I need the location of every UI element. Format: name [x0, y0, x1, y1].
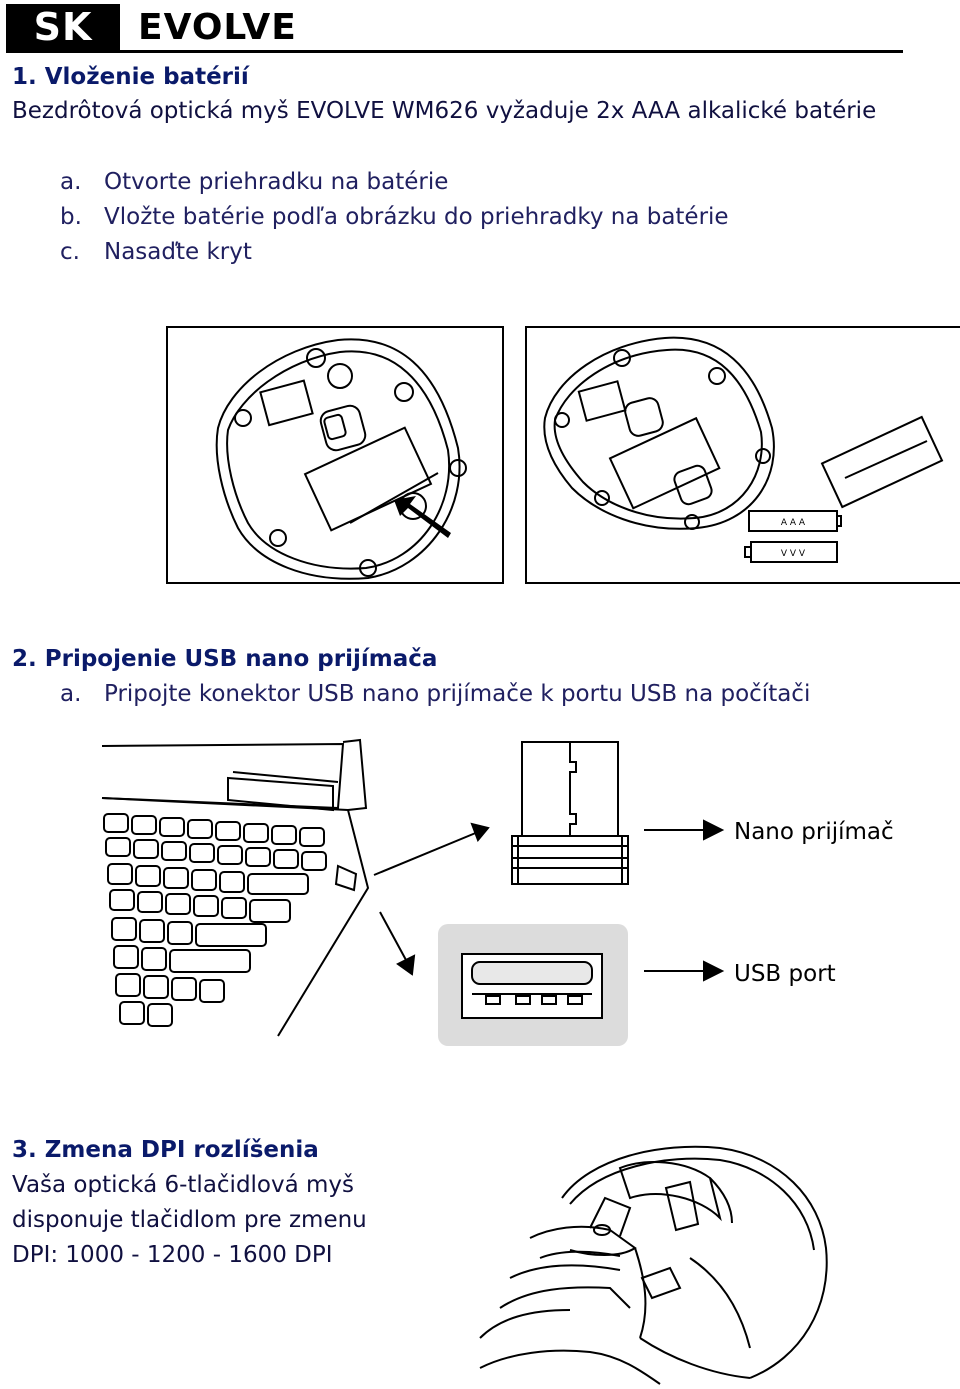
section1-heading: 1. Vloženie batérií — [12, 64, 249, 90]
step-text: Vložte batérie podľa obrázku do priehrad… — [104, 204, 729, 230]
arrow-icon — [396, 954, 416, 976]
label-arrows — [644, 819, 725, 982]
arrow-icon — [703, 819, 725, 841]
nano-receiver-label: Nano prijímač — [734, 819, 894, 845]
battery-label-bottom: V V V — [781, 549, 806, 559]
laptop-illustration — [98, 738, 398, 1038]
usb-port-illustration — [438, 924, 628, 1046]
section1-step-b: b. Vložte batérie podľa obrázku do priehr… — [60, 202, 729, 232]
pointer-arrows — [373, 822, 490, 976]
usb-port-label: USB port — [734, 961, 836, 987]
figure-battery-open — [166, 326, 504, 584]
step-text: Otvorte priehradku na batérie — [104, 169, 449, 195]
step-text: Nasaďte kryt — [104, 239, 252, 265]
arrow-icon — [703, 960, 725, 982]
battery-label-top: A A A — [781, 518, 806, 528]
section3-line-1: Vaša optická 6-tlačidlová myš — [12, 1172, 355, 1198]
section2-step-a: a. Pripojte konektor USB nano prijímače k… — [60, 679, 810, 709]
section3-line-3: DPI: 1000 - 1200 - 1600 DPI — [12, 1242, 333, 1268]
header-rule — [6, 50, 903, 53]
section1-intro: Bezdrôtová optická myš EVOLVE WM626 vyža… — [12, 98, 877, 124]
step-letter: b. — [60, 204, 82, 230]
section2-heading: 2. Pripojenie USB nano prijímača — [12, 646, 438, 672]
step-letter: a. — [60, 169, 82, 195]
step-letter: a. — [60, 681, 82, 707]
mouse-underside-illustration — [215, 338, 467, 580]
section1-step-c: c. Nasaďte kryt — [60, 237, 252, 267]
language-badge: SK — [6, 4, 120, 50]
section3-line-2: disponuje tlačidlom pre zmenu — [12, 1207, 367, 1233]
mouse-batteries-illustration: A A A V V V — [543, 336, 944, 563]
step-letter: c. — [60, 239, 80, 265]
brand-logo: EVOLVE — [138, 7, 297, 48]
step-text: Pripojte konektor USB nano prijímače k p… — [104, 681, 811, 707]
nano-receiver-illustration — [511, 741, 629, 885]
arrow-icon — [394, 496, 451, 538]
section3-heading: 3. Zmena DPI rozlíšenia — [12, 1137, 319, 1163]
section1-step-a: a. Otvorte priehradku na batérie — [60, 167, 448, 197]
arrow-icon — [470, 822, 490, 842]
figure-battery-insert: A A A V V V — [525, 326, 960, 584]
hand-mouse-illustration — [479, 1145, 828, 1385]
